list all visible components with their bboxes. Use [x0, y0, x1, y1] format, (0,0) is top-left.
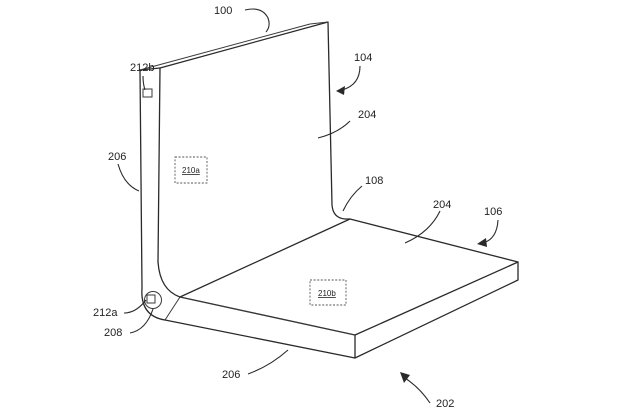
- label-212b: 212b: [130, 62, 154, 74]
- leader-104: [341, 65, 361, 91]
- leader-108: [342, 185, 363, 212]
- hinge-circle-208: [144, 291, 162, 309]
- leader-212a: [123, 299, 147, 314]
- label-208: 208: [104, 327, 122, 339]
- leader-206-bottom: [247, 349, 289, 375]
- leader-208: [129, 308, 154, 334]
- display-region-210b: [309, 279, 347, 306]
- leader-204-bottom: [404, 210, 441, 244]
- sensor-212a: [146, 294, 156, 304]
- label-104: 104: [354, 52, 372, 64]
- panel-top-edge: [139, 23, 311, 71]
- display-region-210a: [174, 156, 208, 184]
- label-204-top: 204: [358, 109, 376, 121]
- leader-100: [244, 8, 270, 33]
- arrow-106: [477, 238, 487, 247]
- panel-left-edge: [139, 67, 161, 263]
- leader-212b: [142, 75, 146, 91]
- sensor-212b: [142, 88, 153, 98]
- arrow-104: [336, 86, 345, 95]
- label-106: 106: [484, 206, 502, 218]
- hinge-outer-curve: [141, 287, 166, 321]
- hinge-inner-curve: [157, 261, 181, 298]
- hinge-strip-edge: [164, 296, 181, 321]
- label-206-bottom: 206: [222, 369, 240, 381]
- arrow-202: [400, 372, 410, 383]
- label-100: 100: [214, 5, 232, 17]
- panel-top-back-edge: [309, 21, 329, 25]
- label-108: 108: [365, 175, 383, 187]
- label-206-left: 206: [108, 151, 126, 163]
- leader-202: [404, 377, 431, 404]
- base-panel-top: [179, 218, 519, 336]
- upright-panel: [159, 21, 351, 220]
- label-202: 202: [436, 398, 454, 410]
- leader-206-left: [117, 163, 140, 192]
- base-panel-side: [164, 261, 519, 359]
- panel-outer-edge: [139, 69, 143, 289]
- label-212a: 212a: [93, 307, 118, 319]
- label-210b: 210b: [318, 289, 336, 298]
- base-panel-front-edge: [179, 296, 356, 336]
- label-210a: 210a: [182, 166, 200, 175]
- leader-204-top: [317, 120, 351, 139]
- label-204-bottom: 204: [433, 199, 451, 211]
